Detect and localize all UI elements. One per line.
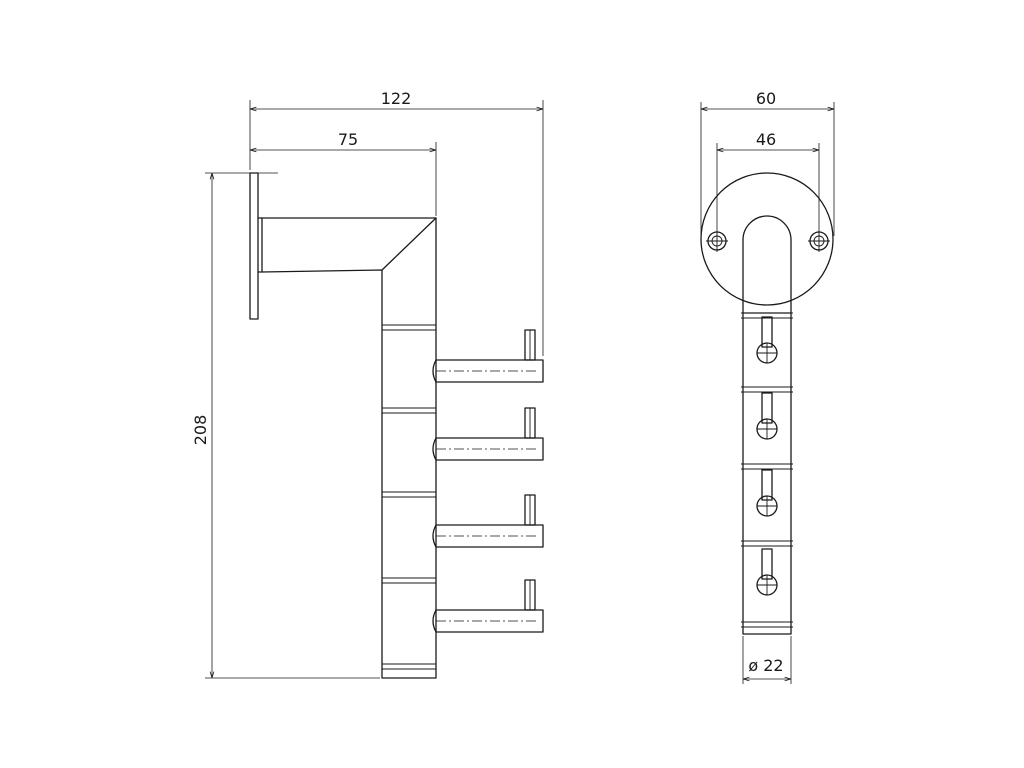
- side-hook: [432, 407, 544, 461]
- side-hooks: [432, 329, 544, 633]
- screw-hole-left: [706, 230, 728, 252]
- screw-hole-right: [808, 230, 830, 252]
- front-hooks: [756, 316, 778, 596]
- wall-plate: [249, 172, 259, 320]
- dim-label-208: 208: [191, 415, 210, 446]
- front-hook: [756, 548, 778, 596]
- side-hook: [432, 494, 544, 548]
- dimension-overall-depth: 122: [249, 89, 544, 356]
- flange-boss: [257, 217, 263, 273]
- front-hook: [756, 392, 778, 440]
- dimension-hole-spacing: 46: [716, 130, 820, 230]
- dim-label-diameter: ø 22: [748, 656, 783, 675]
- tube-top: [742, 215, 792, 314]
- front-hook: [756, 469, 778, 517]
- dim-label-60: 60: [756, 89, 776, 108]
- side-hook: [432, 329, 544, 383]
- dim-label-122: 122: [381, 89, 412, 108]
- round-wall-plate: [700, 172, 834, 306]
- elbow-miter: [381, 217, 437, 271]
- dimension-overall-height: 208: [191, 172, 380, 679]
- arm-body: [261, 217, 437, 679]
- side-view: 122 75 208: [191, 89, 544, 679]
- dimension-tube-diameter: ø 22: [742, 636, 792, 684]
- front-bar-segments: [741, 312, 793, 628]
- dimension-plate-width: 60: [700, 89, 835, 236]
- side-hook: [432, 579, 544, 633]
- dim-label-46: 46: [756, 130, 776, 149]
- dim-label-75: 75: [338, 130, 358, 149]
- dimension-arm-depth: 75: [250, 130, 437, 216]
- front-view: 60 46 ø 22: [700, 89, 835, 684]
- bar-segments: [382, 324, 436, 670]
- front-hook: [756, 316, 778, 364]
